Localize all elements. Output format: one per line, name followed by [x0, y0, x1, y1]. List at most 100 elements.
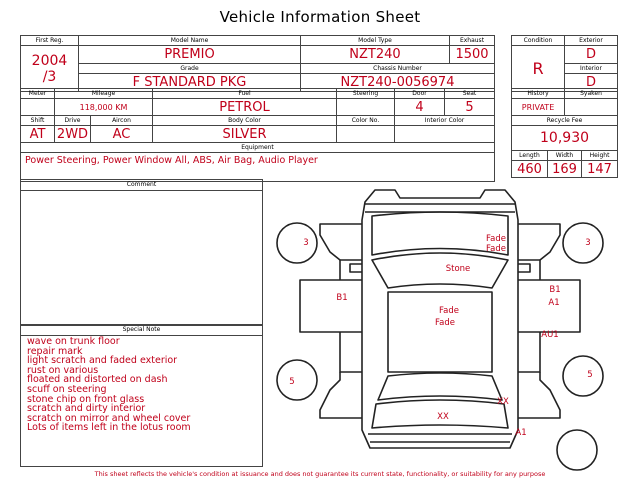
mark-right-rear-door: AU1	[541, 330, 558, 340]
right-side-panels	[518, 259, 581, 373]
list-item: repair mark	[27, 345, 83, 357]
mark-roof-2: Fade	[435, 318, 455, 328]
door-label: Door	[394, 88, 446, 99]
page-title: Vehicle Information Sheet	[219, 8, 421, 26]
fuel-label: Fuel	[152, 88, 338, 99]
mark-roof-1: Fade	[439, 306, 459, 316]
mark-wheel-rear-right: 5	[587, 370, 592, 380]
first-reg-month: /3	[42, 68, 57, 85]
mark-hood-2: Fade	[486, 244, 506, 254]
comment-label: Comment	[21, 180, 262, 191]
color-no-label: Color No.	[336, 115, 396, 126]
left-front-panel	[319, 223, 362, 261]
history-value: PRIVATE	[510, 98, 566, 116]
interior-color-value	[394, 125, 496, 143]
list-item: wave on trunk floor	[27, 336, 120, 347]
mileage-label: Mileage	[53, 88, 154, 99]
body-color-value: SILVER	[152, 125, 338, 143]
exterior-value: D	[564, 45, 618, 64]
exhaust-value: 1500	[449, 45, 495, 64]
mark-wheel-front-right: 3	[585, 238, 590, 248]
windshield-panel	[371, 252, 509, 289]
length-value: 460	[511, 160, 548, 178]
special-note-list: wave on trunk floor repair mark light sc…	[27, 337, 191, 433]
seat-label: Seat	[444, 88, 496, 99]
first-reg-year: 2004	[31, 52, 68, 69]
mark-windshield: Stone	[446, 264, 471, 274]
list-item: scratch and dirty interior	[27, 403, 146, 415]
rear-bumper	[368, 433, 512, 443]
recycle-fee-label: Recycle Fee	[510, 115, 619, 126]
roof-panel	[387, 291, 493, 373]
list-item: Lots of items left in the lotus room	[27, 422, 191, 434]
drive-label: Drive	[54, 115, 91, 126]
mark-rear-bumper: A1	[515, 428, 526, 438]
interior-label: Interior	[564, 63, 618, 74]
mark-hood-1: Fade	[486, 234, 506, 244]
right-front-panel	[518, 223, 561, 261]
steering-label: Steering	[336, 88, 396, 99]
left-side-panels	[299, 259, 362, 373]
mileage-value: 118,000 KM	[53, 98, 154, 116]
first-reg-label: First Reg.	[20, 35, 79, 46]
model-type-value: NZT240	[300, 45, 450, 64]
mark-wheel-front-left: 3	[303, 238, 308, 248]
mark-trunk-xx-2: XX	[437, 412, 449, 422]
equipment-label: Equipment	[19, 142, 496, 153]
seat-value: 5	[444, 98, 496, 116]
history-table: History Syaken PRIVATE Recycle Fee 10,93…	[510, 88, 619, 178]
vehicle-detail-table: Meter Mileage Fuel Steering Door Seat 11…	[19, 88, 496, 182]
drive-value: 2WD	[54, 125, 91, 143]
first-reg-value: 2004 /3	[20, 45, 79, 92]
body-color-label: Body Color	[152, 115, 338, 126]
list-item: stone chip on front glass	[27, 393, 145, 405]
syaken-value	[564, 98, 619, 116]
list-item: light scratch and faded exterior	[27, 355, 178, 367]
width-value: 169	[546, 160, 583, 178]
list-item: scratch on mirror and wheel cover	[27, 412, 191, 424]
meter-label: Meter	[20, 88, 55, 99]
length-label: Length	[511, 150, 548, 161]
hood-panel	[371, 211, 509, 256]
trunk-panel	[371, 399, 509, 429]
list-item: scuff on steering	[27, 383, 107, 395]
car-damage-diagram: 3 3 5 5 Fade Fade Stone B1 B1 A1 Fade Fa…	[276, 189, 604, 471]
list-item: rust on various	[27, 364, 99, 376]
special-note-label: Special Note	[21, 325, 262, 336]
left-mirror	[349, 263, 362, 273]
spare-wheel	[556, 429, 598, 471]
steering-value	[336, 98, 396, 116]
mark-left-front-door: B1	[336, 293, 347, 303]
condition-value: R	[511, 45, 565, 92]
mark-wheel-rear-left: 5	[289, 377, 294, 387]
width-label: Width	[546, 150, 583, 161]
special-note-box: Special Note wave on trunk floor repair …	[20, 324, 263, 467]
model-name-value: PREMIO	[78, 45, 301, 64]
wheel-front-right	[562, 222, 604, 264]
height-value: 147	[581, 160, 619, 178]
condition-label: Condition	[511, 35, 565, 46]
aircon-value: AC	[89, 125, 154, 143]
mark-right-front-door-1: B1	[549, 285, 560, 295]
right-mirror	[518, 263, 531, 273]
aircon-label: Aircon	[89, 115, 154, 126]
right-rear-panel	[518, 372, 561, 419]
left-rear-panel	[319, 372, 362, 419]
exterior-label: Exterior	[564, 35, 618, 46]
model-type-label: Model Type	[300, 35, 450, 46]
model-name-label: Model Name	[78, 35, 301, 46]
wheel-front-left	[276, 222, 318, 264]
syaken-label: Syaken	[564, 88, 619, 99]
meter-value	[20, 98, 55, 116]
comment-box: Comment	[20, 179, 263, 326]
condition-table: Condition Exterior R D Interior D	[511, 35, 618, 92]
shift-value: AT	[20, 125, 55, 143]
fuel-value: PETROL	[152, 98, 338, 116]
interior-color-label: Interior Color	[394, 115, 496, 126]
equipment-value: Power Steering, Power Window All, ABS, A…	[19, 152, 496, 182]
shift-label: Shift	[20, 115, 55, 126]
exhaust-label: Exhaust	[449, 35, 495, 46]
wheel-rear-right	[562, 355, 604, 397]
door-value: 4	[394, 98, 446, 116]
car-body-outline	[361, 189, 519, 449]
